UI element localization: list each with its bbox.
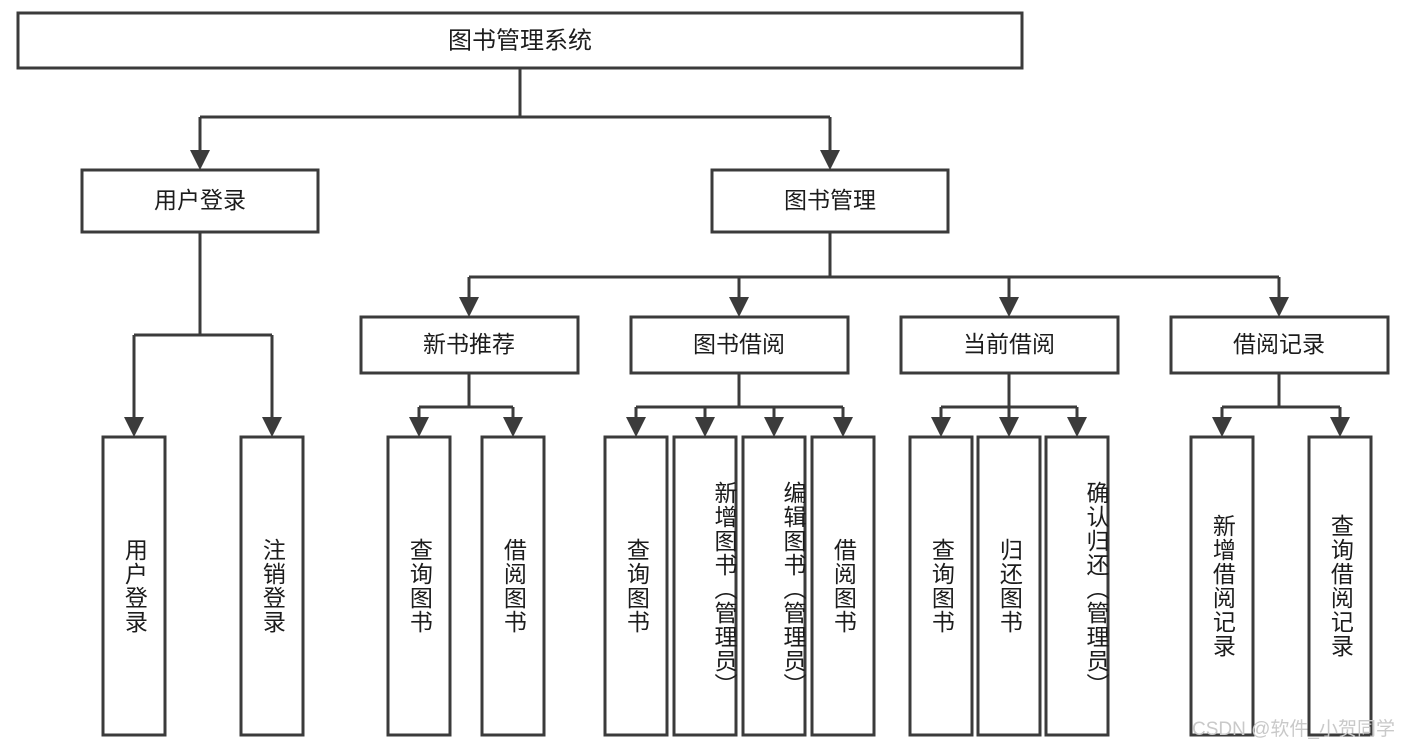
connector-group-bookmgmt: [459, 232, 1289, 317]
node-borrow-record[interactable]: 借阅记录: [1169, 315, 1390, 375]
node-current-borrow-label: 当前借阅: [963, 331, 1055, 357]
node-book-management[interactable]: 图书管理: [710, 168, 950, 234]
connector-group-borrow: [626, 373, 853, 437]
arrow-bookmgmt-to-current: [999, 297, 1019, 317]
arrow-borrow-leaf-1: [626, 417, 646, 437]
leaf-box-borrow-4[interactable]: [810, 435, 876, 737]
node-user-login[interactable]: 用户登录: [80, 168, 320, 234]
leaf-box-newbook-1[interactable]: [386, 435, 452, 737]
node-current-borrow[interactable]: 当前借阅: [899, 315, 1120, 375]
connector-group-newbook: [409, 373, 523, 437]
connector-group-current: [931, 373, 1087, 437]
node-book-borrow-box[interactable]: [629, 315, 850, 375]
arrow-userlogin-leaf-2: [262, 417, 282, 437]
node-borrow-record-box[interactable]: [1169, 315, 1390, 375]
node-root-label: 图书管理系统: [448, 27, 592, 54]
leaf-box-user-login-1[interactable]: [101, 435, 167, 737]
connector-group-userlogin: [124, 232, 282, 437]
leaf-box-current-3[interactable]: [1044, 435, 1110, 737]
node-user-login-box[interactable]: [80, 168, 320, 234]
node-user-login-label: 用户登录: [154, 187, 246, 213]
leaf-box-borrow-3[interactable]: [741, 435, 807, 737]
node-book-borrow-label: 图书借阅: [693, 331, 785, 357]
arrow-borrow-leaf-3: [764, 417, 784, 437]
node-root[interactable]: 图书管理系统: [16, 11, 1024, 70]
arrow-root-to-userlogin: [190, 150, 210, 170]
leaf-box-user-login-2[interactable]: [239, 435, 305, 737]
node-borrow-record-label: 借阅记录: [1233, 331, 1325, 357]
node-current-borrow-box[interactable]: [899, 315, 1120, 375]
node-book-management-label: 图书管理: [784, 187, 876, 213]
leaf-box-newbook-2[interactable]: [480, 435, 546, 737]
leaf-box-current-2[interactable]: [976, 435, 1042, 737]
connector-group-record: [1212, 373, 1350, 437]
arrow-bookmgmt-to-borrow: [729, 297, 749, 317]
arrow-newbook-leaf-2: [503, 417, 523, 437]
arrow-record-leaf-2: [1330, 417, 1350, 437]
arrow-bookmgmt-to-newbook: [459, 297, 479, 317]
leaf-box-record-1[interactable]: [1189, 435, 1255, 737]
leaf-box-borrow-1[interactable]: [603, 435, 669, 737]
arrow-root-to-bookmgmt: [820, 150, 840, 170]
leaf-box-current-1[interactable]: [908, 435, 974, 737]
leaf-box-borrow-2[interactable]: [672, 435, 738, 737]
arrow-newbook-leaf-1: [409, 417, 429, 437]
node-book-management-box[interactable]: [710, 168, 950, 234]
arrow-current-leaf-2: [999, 417, 1019, 437]
arrow-userlogin-leaf-1: [124, 417, 144, 437]
node-root-box[interactable]: [16, 11, 1024, 70]
arrow-borrow-leaf-2: [695, 417, 715, 437]
node-new-book-recommend-label: 新书推荐: [423, 331, 515, 357]
arrow-borrow-leaf-4: [833, 417, 853, 437]
arrow-current-leaf-3: [1067, 417, 1087, 437]
arrow-record-leaf-1: [1212, 417, 1232, 437]
leaf-box-record-2[interactable]: [1307, 435, 1373, 737]
csdn-watermark: CSDN @软件_小贺同学: [1192, 719, 1395, 740]
arrow-current-leaf-1: [931, 417, 951, 437]
node-book-borrow[interactable]: 图书借阅: [629, 315, 850, 375]
node-new-book-recommend[interactable]: 新书推荐: [359, 315, 580, 375]
connector-group-root: [190, 68, 840, 170]
node-new-book-recommend-box[interactable]: [359, 315, 580, 375]
arrow-bookmgmt-to-record: [1269, 297, 1289, 317]
